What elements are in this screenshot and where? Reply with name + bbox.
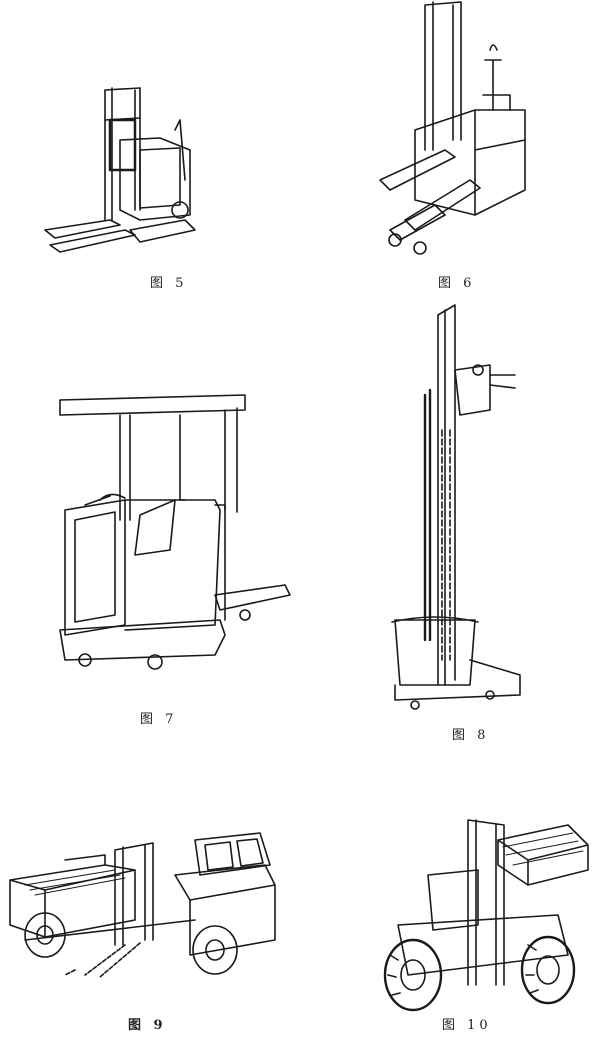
figure-8-caption: 图 8	[452, 728, 490, 743]
figure-9-side-loader-drawing	[9, 832, 276, 978]
figure-8-order-picker-drawing	[391, 304, 521, 710]
figure-5-stacker-drawing	[44, 87, 196, 253]
figure-7-caption: 图 7	[140, 712, 178, 727]
figure-6-caption: 图 6	[438, 276, 476, 291]
figure-10-rough-terrain-forklift-drawing	[383, 819, 589, 1012]
figure-6-stacker-drawing	[379, 1, 526, 255]
figure-10-caption: 图 10	[442, 1018, 492, 1033]
figure-5-caption: 图 5	[150, 276, 188, 291]
figure-9-caption: 图 9	[128, 1018, 167, 1033]
figure-7-reach-truck-drawing	[59, 394, 291, 670]
